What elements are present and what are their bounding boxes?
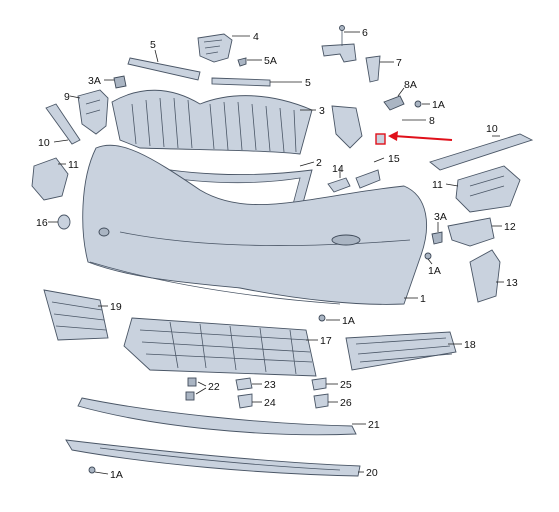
part-10-right xyxy=(429,133,534,171)
label-20: 20 xyxy=(366,467,378,479)
part-16 xyxy=(57,214,71,230)
part-9 xyxy=(77,89,109,135)
label-10-right: 10 xyxy=(486,123,498,135)
part-1a-bottom-screw xyxy=(88,466,96,474)
label-5a: 5A xyxy=(264,55,277,67)
clip-3a-right xyxy=(431,231,443,245)
leader-10-left xyxy=(53,139,69,143)
clip-3a-left xyxy=(113,75,127,89)
leader-1a-bottom xyxy=(94,471,109,475)
part-14 xyxy=(327,177,351,193)
label-11-left: 11 xyxy=(68,159,79,171)
label-4: 4 xyxy=(253,31,259,43)
label-1a-mid: 1A xyxy=(342,315,355,327)
part-18 xyxy=(345,331,457,371)
part-11-left xyxy=(31,157,69,201)
part-15 xyxy=(355,169,381,189)
part-1-bumper xyxy=(82,144,427,305)
part-21 xyxy=(77,397,357,436)
part-11-right xyxy=(455,165,521,213)
label-21: 21 xyxy=(368,419,380,431)
part-8a-clip xyxy=(383,95,405,111)
part-10-left xyxy=(45,103,81,145)
label-3a-right: 3A xyxy=(434,211,447,223)
part-1a-top-right-screw xyxy=(414,100,422,108)
part-12 xyxy=(447,217,495,247)
label-23: 23 xyxy=(264,379,276,391)
leader-11-right xyxy=(445,183,459,187)
part-7 xyxy=(365,55,381,83)
part-6 xyxy=(321,25,357,63)
label-5-upper: 5 xyxy=(150,39,156,51)
part-19 xyxy=(43,289,109,341)
label-17: 17 xyxy=(320,335,332,347)
leader-1a-right xyxy=(427,258,433,265)
label-10-left: 10 xyxy=(38,137,50,149)
label-5-lower: 5 xyxy=(305,77,311,89)
label-11-right: 11 xyxy=(432,179,443,191)
label-7: 7 xyxy=(396,57,402,69)
part-23 xyxy=(235,377,253,391)
part-5-lower xyxy=(211,77,271,87)
label-18: 18 xyxy=(464,339,476,351)
leader-8a xyxy=(397,87,405,97)
label-22: 22 xyxy=(208,381,220,393)
part-5-upper xyxy=(127,57,201,81)
label-15: 15 xyxy=(388,153,400,165)
part-8 xyxy=(331,105,363,149)
label-8a: 8A xyxy=(404,79,417,91)
label-1a-top-right: 1A xyxy=(432,99,445,111)
label-24: 24 xyxy=(264,397,276,409)
part-4 xyxy=(197,33,233,63)
part-1a-mid-screw xyxy=(318,314,326,322)
label-8: 8 xyxy=(429,115,435,127)
red-arrow xyxy=(388,131,453,141)
leader-15 xyxy=(373,157,385,163)
part-20 xyxy=(65,439,361,477)
part-1a-right-screw xyxy=(424,252,432,260)
label-12: 12 xyxy=(504,221,516,233)
label-9: 9 xyxy=(64,91,70,103)
highlighted-part xyxy=(375,133,386,145)
label-16: 16 xyxy=(36,217,48,229)
part-13 xyxy=(469,249,501,303)
label-19: 19 xyxy=(110,301,122,313)
label-1: 1 xyxy=(420,293,426,305)
label-13: 13 xyxy=(506,277,518,289)
label-6: 6 xyxy=(362,27,368,39)
leader-22b xyxy=(195,387,207,395)
leader-5-upper xyxy=(154,49,159,63)
label-3a-left: 3A xyxy=(88,75,101,87)
label-26: 26 xyxy=(340,397,352,409)
label-2: 2 xyxy=(316,157,322,169)
leader-2 xyxy=(299,161,315,167)
part-22 xyxy=(185,377,197,401)
label-1a-bottom: 1A xyxy=(110,469,123,481)
label-1a-right: 1A xyxy=(428,265,441,277)
part-24 xyxy=(237,393,253,409)
leader-9 xyxy=(69,95,81,99)
part-17 xyxy=(123,317,317,377)
leader-22a xyxy=(197,381,207,387)
label-25: 25 xyxy=(340,379,352,391)
part-26 xyxy=(313,393,329,409)
part-3-grille xyxy=(111,89,313,155)
label-3: 3 xyxy=(319,105,325,117)
clip-5a xyxy=(237,57,247,67)
part-25 xyxy=(311,377,327,391)
label-14: 14 xyxy=(332,163,344,175)
